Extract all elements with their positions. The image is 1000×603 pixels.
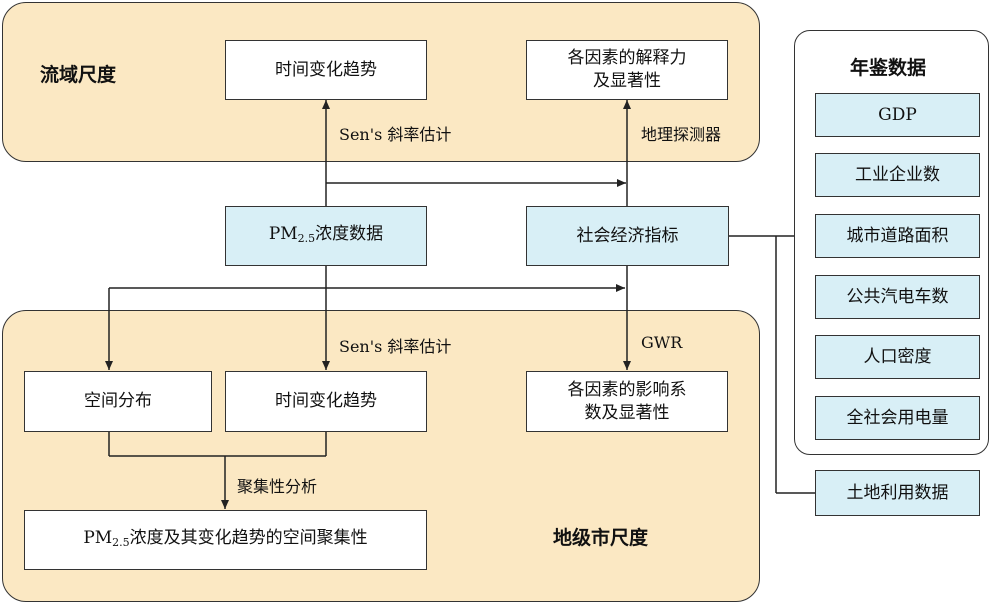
basin-explain-line1: 各因素的解释力: [567, 48, 687, 68]
land-use-box: 土地利用数据: [815, 470, 980, 516]
socioeconomic-text: 社会经济指标: [576, 225, 679, 246]
spatial-distribution-text: 空间分布: [84, 391, 152, 411]
basin-trend-text: 时间变化趋势: [275, 59, 377, 80]
city-trend-box: 时间变化趋势: [225, 371, 427, 432]
city-trend-text: 时间变化趋势: [275, 391, 377, 411]
pm25-data-text: PM2.5浓度数据: [268, 223, 384, 245]
geodetector-label: 地理探测器: [641, 125, 722, 144]
coefficient-line1: 各因素的影响系: [567, 379, 687, 400]
pm25-data-box: PM2.5浓度数据: [225, 206, 427, 266]
yearbook-item-population-density: 人口密度: [815, 335, 980, 379]
spatial-distribution-box: 空间分布: [24, 371, 212, 432]
yearbook-item-electricity: 全社会用电量: [815, 396, 980, 440]
coefficient-line2: 数及显著性: [584, 402, 670, 423]
yearbook-title: 年鉴数据: [850, 57, 927, 79]
yearbook-item-buses: 公共汽电车数: [815, 275, 980, 319]
basin-explain-box: 各因素的解释力 及显著性: [526, 40, 728, 100]
city-scale-title: 地级市尺度: [553, 527, 649, 549]
coefficient-box: 各因素的影响系 数及显著性: [526, 371, 728, 432]
socioeconomic-box: 社会经济指标: [526, 206, 729, 266]
spatial-clustering-box: PM2.5浓度及其变化趋势的空间聚集性: [24, 510, 427, 570]
basin-scale-title: 流域尺度: [40, 64, 117, 86]
basin-explain-line2: 及显著性: [593, 71, 661, 91]
yearbook-item-enterprises: 工业企业数: [815, 153, 980, 197]
cluster-analysis-label: 聚集性分析: [237, 477, 318, 496]
basin-sen-label: Sen's 斜率估计: [339, 125, 452, 144]
gwr-label: GWR: [641, 333, 683, 352]
land-use-text: 土地利用数据: [846, 482, 949, 503]
basin-trend-box: 时间变化趋势: [225, 40, 427, 100]
spatial-clustering-text: PM2.5浓度及其变化趋势的空间聚集性: [83, 527, 368, 549]
yearbook-item-gdp: GDP: [815, 93, 980, 137]
city-sen-label: Sen's 斜率估计: [339, 337, 452, 356]
yearbook-item-road-area: 城市道路面积: [815, 214, 980, 258]
